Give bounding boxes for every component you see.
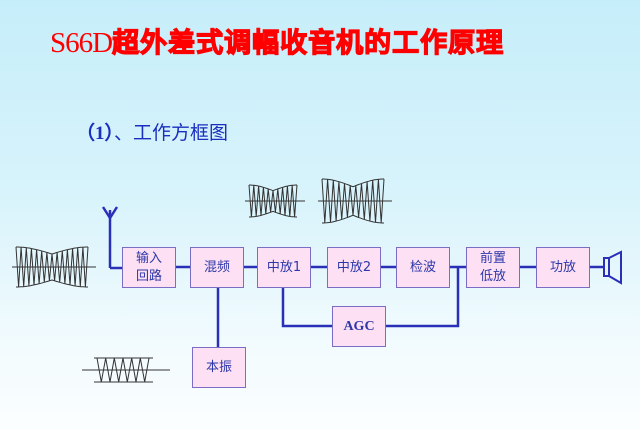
section-number: （1） <box>76 123 115 144</box>
speaker-icon <box>603 250 622 285</box>
block-if-amp-1[interactable]: 中放1 <box>257 247 311 288</box>
title-text: 超外差式调幅收音机的工作原理 <box>111 27 505 59</box>
block-label: 低放 <box>479 268 506 284</box>
block-label: 中放1 <box>266 259 302 275</box>
block-label: 检波 <box>409 259 436 275</box>
waveforms <box>12 178 392 383</box>
block-label: 混频 <box>203 259 230 275</box>
section-title: 、工作方框图 <box>114 122 229 144</box>
block-label: 前置 <box>479 250 506 266</box>
if-output-wave-envelope-bottom <box>322 214 384 224</box>
block-label: 回路 <box>135 268 162 284</box>
section-heading: （1）、工作方框图 <box>76 120 228 147</box>
slide-title: S66D超外差式调幅收音机的工作原理 <box>50 26 504 61</box>
title-model: S66D <box>50 27 113 59</box>
mixer-output-wave-envelope-top <box>249 184 297 192</box>
block-mixer[interactable]: 混频 <box>190 247 244 288</box>
signal-wires <box>176 265 604 347</box>
block-label: 功放 <box>549 259 576 275</box>
block-label: AGC <box>343 318 375 334</box>
mixer-output-wave-envelope-bottom <box>249 210 297 218</box>
block-detector[interactable]: 检波 <box>396 247 450 288</box>
block-input-circuit[interactable]: 输入回路 <box>122 247 176 288</box>
input-am-wave-envelope-bottom <box>16 279 88 288</box>
block-preamp[interactable]: 前置低放 <box>466 247 520 288</box>
antenna-icon <box>101 206 122 270</box>
input-am-wave-envelope-top <box>16 246 88 255</box>
block-label: 输入 <box>135 250 162 266</box>
block-agc[interactable]: AGC <box>332 306 386 347</box>
block-local-oscillator[interactable]: 本振 <box>192 347 246 388</box>
block-label: 中放2 <box>336 259 372 275</box>
block-label: 本振 <box>205 359 232 375</box>
if-output-wave-envelope-top <box>322 178 384 188</box>
block-if-amp-2[interactable]: 中放2 <box>327 247 381 288</box>
block-power-amp[interactable]: 功放 <box>536 247 590 288</box>
